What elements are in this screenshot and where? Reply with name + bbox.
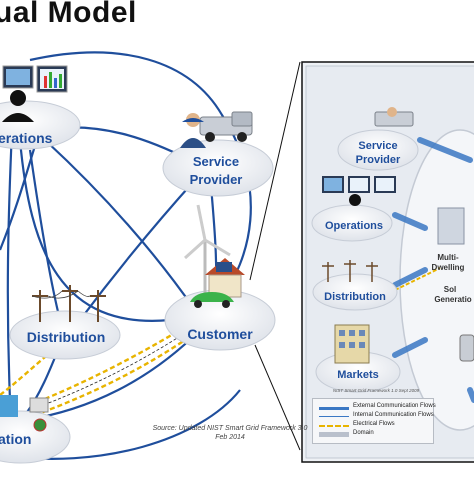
inset-node-operations[interactable]: Operations — [311, 176, 396, 242]
operations-label: erations — [0, 130, 53, 146]
inset-monitor-icon — [322, 176, 396, 193]
inset-operations-label: Operations — [325, 220, 383, 232]
inset-electrical — [394, 267, 441, 291]
inset-arrows — [392, 137, 474, 403]
node-bottom-partial[interactable]: ation — [0, 395, 71, 464]
legend-swatch-internal — [319, 416, 349, 417]
legend-label-electrical: Electrical Flows — [353, 421, 395, 427]
line-operations-distribution — [28, 149, 62, 321]
inset-distribution-label: Distribution — [324, 291, 386, 303]
operator-person-icon — [2, 90, 34, 122]
inset-solar-generation[interactable]: Sol Generatio — [434, 285, 471, 304]
zoom-connector — [249, 61, 301, 451]
node-distribution[interactable]: Distribution — [9, 285, 121, 360]
inset-distribution-cloud — [312, 273, 398, 311]
source-line-2: Feb 2014 — [215, 434, 245, 441]
inset-building-icon — [334, 324, 370, 364]
inset-node-service-provider[interactable]: Service Provider — [337, 107, 419, 171]
inset-markets-label: Markets — [337, 369, 379, 381]
service-truck-icon — [199, 111, 253, 142]
service-provider-cloud — [162, 139, 274, 197]
source-line-1: Source: Updated NIST Smart Grid Framewor… — [152, 425, 308, 432]
house-icon — [205, 258, 245, 298]
inset-technician-icon — [387, 107, 397, 117]
inset-service-cloud — [337, 129, 419, 171]
legend-swatch-electrical — [319, 425, 349, 427]
customer-label: Customer — [187, 326, 253, 342]
inset-dwelling-label: Dwelling — [432, 263, 465, 272]
inset-device-icon — [459, 334, 474, 362]
electric-car-icon — [190, 292, 234, 308]
legend-swatch-external — [319, 407, 349, 410]
legend-label-domain: Domain — [353, 430, 374, 436]
line-left-vertical — [6, 129, 14, 401]
service-provider-label-line2: Provider — [190, 172, 243, 187]
inset-source-text: NIST Smart Grid Framework 1.0 Sept 2009 — [333, 388, 420, 393]
inset-node-markets[interactable]: Markets — [315, 324, 401, 393]
line-operations-customer — [44, 139, 196, 311]
distribution-cloud — [9, 310, 121, 360]
node-customer[interactable]: Customer — [164, 204, 276, 351]
line-left-lower — [18, 139, 171, 322]
inset-panel: Service Provider Operations Distribution — [301, 61, 474, 463]
inset-multi-label: Multi- — [437, 253, 459, 262]
inset-node-distribution[interactable]: Distribution — [312, 260, 398, 311]
inset-service-label-1: Service — [358, 140, 397, 152]
inset-generation-label: Generatio — [434, 295, 471, 304]
generation-plant-icon — [0, 395, 49, 432]
bottom-node-label: ation — [0, 431, 31, 447]
inset-power-pole-icon — [322, 260, 378, 282]
node-operations[interactable]: erations — [0, 65, 81, 150]
wind-turbine-icon — [183, 204, 231, 300]
inset-sol-label: Sol — [444, 285, 456, 294]
source-caption: Source: Updated NIST Smart Grid Framewor… — [150, 424, 310, 442]
inset-apartment-icon — [437, 207, 465, 245]
page-title: ual Model — [0, 0, 137, 29]
distribution-label: Distribution — [27, 329, 106, 345]
legend-label-internal: Internal Communication Flows — [353, 412, 434, 418]
legend-swatch-domain — [319, 432, 349, 437]
electrical-flow-outline — [29, 334, 183, 411]
outer-ring-arc — [29, 51, 252, 301]
inset-multi-dwelling[interactable]: Multi- Dwelling — [432, 207, 465, 272]
technician-person-icon — [180, 113, 206, 148]
inset-service-label-2: Provider — [356, 154, 401, 166]
node-service-provider[interactable]: Service Provider — [162, 111, 274, 197]
power-pole-icon — [31, 285, 106, 322]
legend-label-external: External Communication Flows — [353, 403, 436, 409]
inset-operator-icon — [349, 194, 361, 206]
bottom-cloud — [0, 410, 71, 464]
electrical-flow-2 — [34, 339, 186, 417]
service-provider-label-line1: Service — [193, 154, 239, 169]
legend: External Communication Flows Internal Co… — [312, 398, 436, 444]
monitor-icon — [2, 65, 68, 93]
